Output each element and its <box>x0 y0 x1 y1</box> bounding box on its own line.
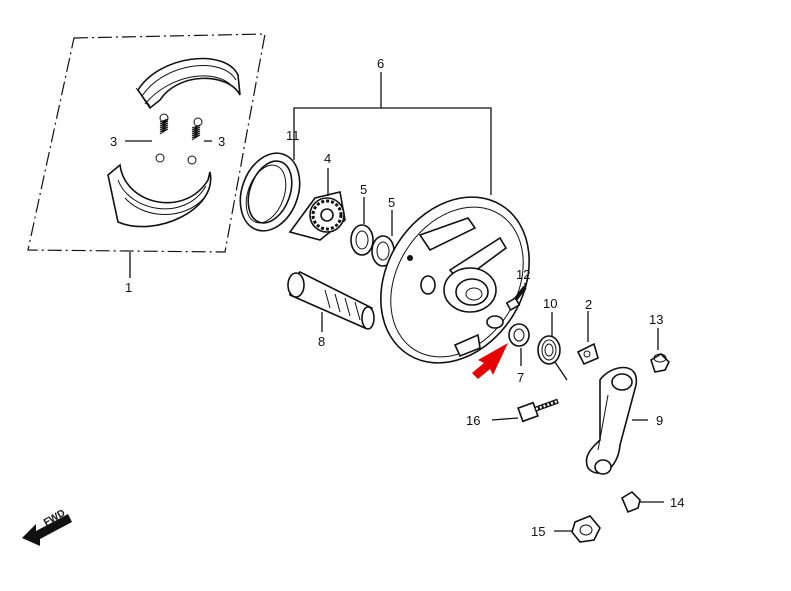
callout-5-left: 5 <box>360 182 367 197</box>
cam-collar <box>508 323 530 366</box>
return-spring <box>537 312 568 381</box>
callout-16: 16 <box>466 413 480 428</box>
callout-11: 11 <box>286 128 300 143</box>
brake-arm <box>585 366 648 475</box>
callout-7: 7 <box>517 370 524 385</box>
arm-bolt <box>491 398 559 423</box>
callout-3-right: 3 <box>218 134 225 149</box>
wear-indicator <box>576 311 599 366</box>
callout-4: 4 <box>324 151 331 166</box>
brake-shoe-lower <box>107 163 212 228</box>
callout-3-left: 3 <box>110 134 117 149</box>
callout-12: 12 <box>516 267 530 282</box>
axle-sleeve <box>287 271 375 332</box>
highlight-arrow <box>472 343 508 379</box>
callout-5-right: 5 <box>388 195 395 210</box>
brake-shoe-kit-box <box>27 33 266 278</box>
callout-2: 2 <box>585 297 592 312</box>
shoe-spring-left <box>155 113 169 163</box>
arm-nut <box>650 328 670 373</box>
callout-6: 6 <box>377 56 384 71</box>
speedometer-gear <box>288 168 346 241</box>
rod-nut <box>554 515 601 543</box>
callout-15: 15 <box>531 524 545 539</box>
panel-bolt <box>505 283 527 312</box>
callout-14: 14 <box>670 495 684 510</box>
callout-9: 9 <box>656 413 663 428</box>
callout-8: 8 <box>318 334 325 349</box>
brake-panel <box>380 196 530 364</box>
brake-shoe-upper <box>135 57 241 110</box>
panel-assembly-bracket <box>293 72 492 195</box>
callout-1: 1 <box>125 280 132 295</box>
dust-seal <box>239 152 301 232</box>
callout-13: 13 <box>649 312 663 327</box>
thrust-washer-a <box>350 197 374 256</box>
shoe-spring-right <box>187 117 203 165</box>
callout-10: 10 <box>543 296 557 311</box>
forward-direction-arrow: FWD <box>22 508 72 546</box>
joint-pin <box>620 490 664 514</box>
